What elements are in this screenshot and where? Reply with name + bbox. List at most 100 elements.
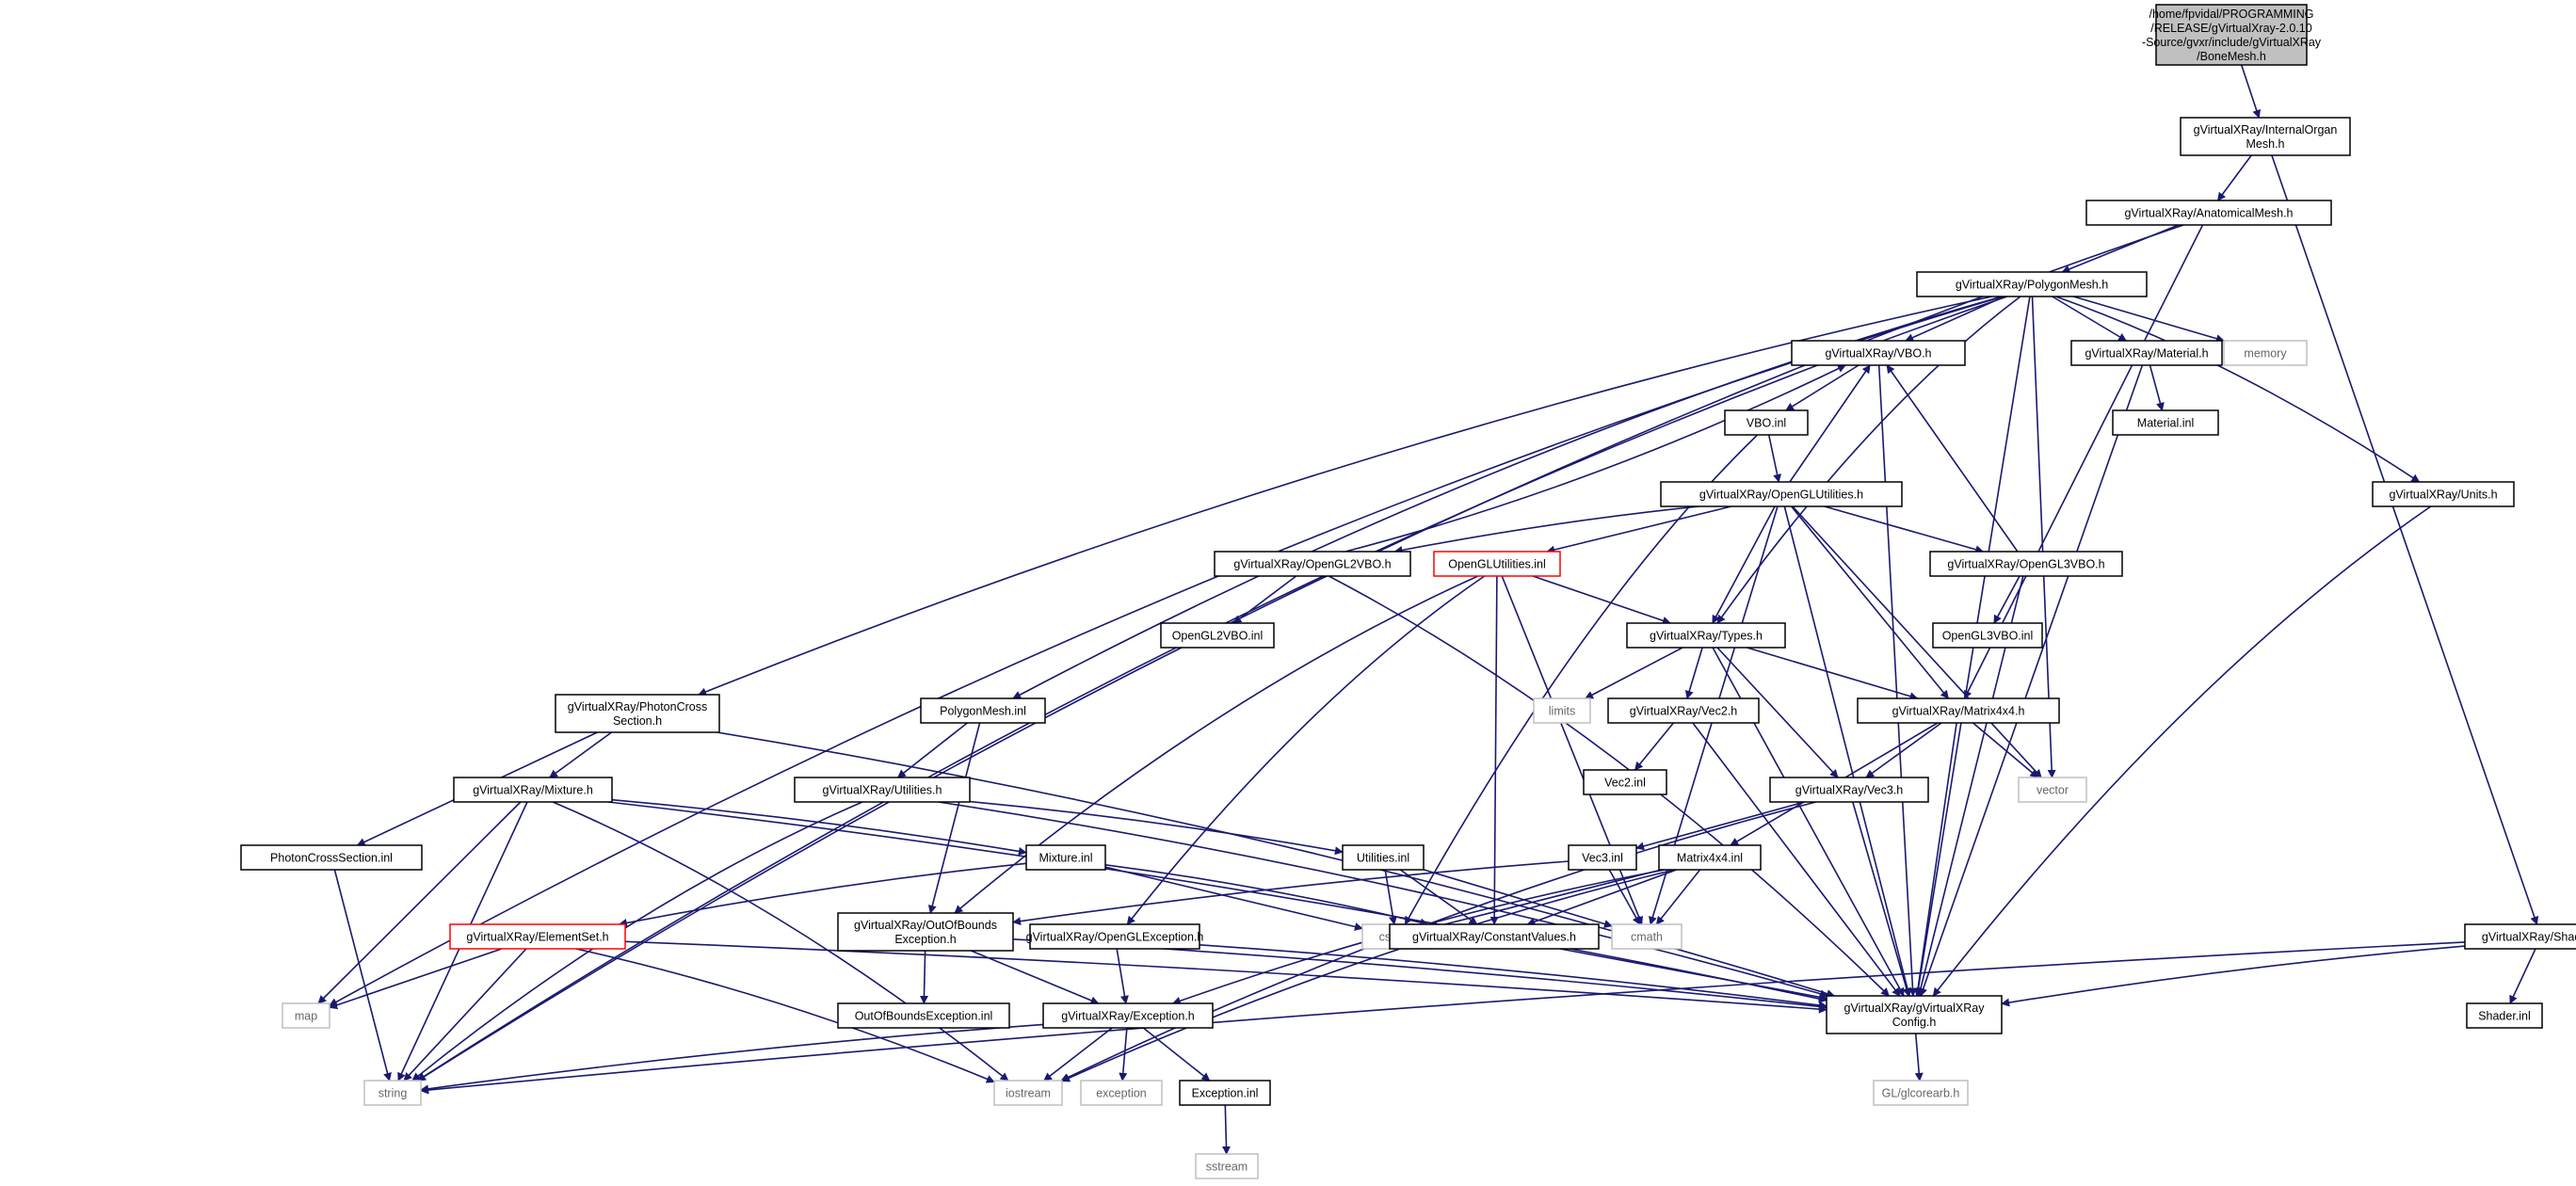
node-utilities[interactable]: gVirtualXRay/Utilities.h bbox=[794, 777, 971, 803]
node-vboinl[interactable]: VBO.inl bbox=[1724, 409, 1809, 436]
node-polygonmeshinl[interactable]: PolygonMesh.inl bbox=[920, 697, 1046, 724]
node-box-anatomical bbox=[2085, 200, 2332, 226]
node-openglutilinl[interactable]: OpenGLUtilities.inl bbox=[1433, 551, 1561, 577]
node-box-matrix4x4 bbox=[1857, 697, 2060, 724]
node-label-outofboundsinl-0: OutOfBoundsException.inl bbox=[855, 1010, 993, 1023]
node-constantvalues[interactable]: gVirtualXRay/ConstantValues.h bbox=[1389, 923, 1600, 950]
node-label-iostream-0: iostream bbox=[1006, 1087, 1051, 1100]
edge-internalorgan-to-anatomical bbox=[2216, 154, 2252, 201]
node-box-opengl3vbo bbox=[1929, 551, 2123, 577]
node-box-shaderinl bbox=[2466, 1002, 2543, 1029]
node-label-openglutilinl-0: OpenGLUtilities.inl bbox=[1448, 558, 1546, 571]
edge-openglutil-to-openglutilinl bbox=[1546, 505, 1732, 554]
node-box-opengl2vbo bbox=[1214, 551, 1411, 577]
node-label-materialinl-0: Material.inl bbox=[2137, 417, 2194, 430]
node-box-matrix4x4inl bbox=[1658, 844, 1762, 871]
node-vec2inl[interactable]: Vec2.inl bbox=[1583, 769, 1667, 795]
node-openglexception[interactable]: gVirtualXRay/OpenGLException.h bbox=[1026, 923, 1204, 950]
edge-openglutil-to-matrix4x4 bbox=[1790, 505, 1950, 699]
edge-types-to-config bbox=[1712, 647, 1905, 997]
edge-openglutil-to-vector bbox=[1792, 505, 2042, 778]
node-label-matrix4x4inl-0: Matrix4x4.inl bbox=[1677, 852, 1743, 865]
node-vec3inl[interactable]: Vec3.inl bbox=[1568, 844, 1637, 871]
node-box-photoncross bbox=[555, 694, 720, 733]
edge-elementset-to-config bbox=[624, 940, 1827, 1014]
node-box-openglutil bbox=[1660, 481, 1903, 507]
node-sstream: sstream bbox=[1195, 1153, 1259, 1179]
node-box-types bbox=[1626, 622, 1786, 649]
node-openglutil[interactable]: gVirtualXRay/OpenGLUtilities.h bbox=[1660, 481, 1903, 507]
node-box-vbo bbox=[1791, 340, 1966, 366]
node-photoncrossinl[interactable]: PhotonCrossSection.inl bbox=[240, 844, 423, 871]
node-photoncross[interactable]: gVirtualXRay/PhotonCrossSection.h bbox=[555, 694, 720, 733]
node-vec3[interactable]: gVirtualXRay/Vec3.h bbox=[1769, 777, 1929, 803]
node-opengl2vbo[interactable]: gVirtualXRay/OpenGL2VBO.h bbox=[1214, 551, 1411, 577]
node-materialinl[interactable]: Material.inl bbox=[2112, 409, 2219, 436]
edge-photoncrossinl-to-string bbox=[333, 869, 392, 1082]
edge-matrix4x4inl-to-constantvalues bbox=[1526, 869, 1677, 926]
node-vec2[interactable]: gVirtualXRay/Vec2.h bbox=[1607, 697, 1760, 724]
node-shaderinl[interactable]: Shader.inl bbox=[2466, 1002, 2543, 1029]
node-box-utilitiesinl bbox=[1342, 844, 1425, 871]
edge-vec3inl-to-outofbounds bbox=[1012, 860, 1570, 926]
node-vbo[interactable]: gVirtualXRay/VBO.h bbox=[1791, 340, 1966, 366]
node-opengl2vboinl[interactable]: OpenGL2VBO.inl bbox=[1160, 622, 1275, 649]
edge-internalorgan-to-shader bbox=[2271, 154, 2539, 925]
node-mixtureinl[interactable]: Mixture.inl bbox=[1025, 844, 1106, 871]
edges-layer bbox=[317, 64, 2539, 1155]
edge-mixture-to-map bbox=[317, 801, 522, 1004]
node-mixture[interactable]: gVirtualXRay/Mixture.h bbox=[453, 777, 613, 803]
node-exception: exception bbox=[1080, 1080, 1163, 1106]
node-opengl3vboinl[interactable]: OpenGL3VBO.inl bbox=[1932, 622, 2043, 649]
node-material[interactable]: gVirtualXRay/Material.h bbox=[2070, 340, 2223, 366]
node-utilitiesinl[interactable]: Utilities.inl bbox=[1342, 844, 1425, 871]
node-box-photoncrossinl bbox=[240, 844, 423, 871]
edge-exception_h-to-iostream bbox=[1043, 1027, 1113, 1082]
node-label-shader-0: gVirtualXRay/Shader.h bbox=[2482, 931, 2576, 944]
node-label-config-1: Config.h bbox=[1892, 1016, 1937, 1029]
node-box-internalorgan bbox=[2180, 117, 2351, 156]
node-glcorearb: GL/glcorearb.h bbox=[1873, 1080, 1969, 1106]
node-label-exceptioninl-0: Exception.inl bbox=[1192, 1087, 1259, 1100]
node-box-materialinl bbox=[2112, 409, 2219, 436]
node-label-memory-0: memory bbox=[2244, 347, 2287, 361]
node-label-vbo-0: gVirtualXRay/VBO.h bbox=[1825, 347, 1931, 361]
node-matrix4x4[interactable]: gVirtualXRay/Matrix4x4.h bbox=[1857, 697, 2060, 724]
node-exceptioninl[interactable]: Exception.inl bbox=[1179, 1080, 1271, 1106]
edge-material-to-materialinl bbox=[2149, 364, 2165, 411]
node-label-polygonmeshinl-0: PolygonMesh.inl bbox=[940, 705, 1026, 718]
node-box-string bbox=[363, 1080, 422, 1106]
edge-vec3inl-to-cmath bbox=[1608, 869, 1641, 925]
edge-shader-to-config bbox=[2001, 945, 2466, 1007]
edge-constantvalues-to-config bbox=[1559, 948, 1827, 1002]
node-outofboundsinl[interactable]: OutOfBoundsException.inl bbox=[837, 1002, 1010, 1029]
node-units[interactable]: gVirtualXRay/Units.h bbox=[2372, 481, 2515, 507]
node-box-memory bbox=[2223, 340, 2308, 366]
edge-matrix4x4inl-to-cstring bbox=[1429, 869, 1662, 931]
edge-shader-to-shaderinl bbox=[2509, 948, 2536, 1004]
node-elementset[interactable]: gVirtualXRay/ElementSet.h bbox=[449, 923, 626, 950]
node-types[interactable]: gVirtualXRay/Types.h bbox=[1626, 622, 1786, 649]
node-exception_h[interactable]: gVirtualXRay/Exception.h bbox=[1042, 1002, 1214, 1029]
node-label-material-0: gVirtualXRay/Material.h bbox=[2085, 347, 2208, 361]
node-label-vec3-0: gVirtualXRay/Vec3.h bbox=[1795, 784, 1903, 797]
node-matrix4x4inl[interactable]: Matrix4x4.inl bbox=[1658, 844, 1762, 871]
node-shader[interactable]: gVirtualXRay/Shader.h bbox=[2464, 923, 2576, 950]
edge-vboinl-to-openglutil bbox=[1767, 434, 1782, 483]
node-box-polygonmeshinl bbox=[920, 697, 1046, 724]
edge-types-to-matrix4x4 bbox=[1747, 647, 1919, 700]
edge-openglutilinl-to-types bbox=[1532, 575, 1671, 625]
node-box-config bbox=[1826, 995, 2003, 1034]
edge-photoncross-to-mixture bbox=[549, 731, 613, 778]
node-anatomical[interactable]: gVirtualXRay/AnatomicalMesh.h bbox=[2085, 200, 2332, 226]
edge-vec3-to-iostream bbox=[1060, 801, 1817, 1082]
node-polygonmesh[interactable]: gVirtualXRay/PolygonMesh.h bbox=[1916, 271, 2148, 297]
node-opengl3vbo[interactable]: gVirtualXRay/OpenGL3VBO.h bbox=[1929, 551, 2123, 577]
node-outofbounds[interactable]: gVirtualXRay/OutOfBoundsException.h bbox=[837, 912, 1014, 952]
node-root[interactable]: /home/fpvidal/PROGRAMMING/RELEASE/gVirtu… bbox=[2142, 4, 2322, 66]
node-string: string bbox=[363, 1080, 422, 1106]
edge-config-to-glcorearb bbox=[1914, 1033, 1924, 1082]
